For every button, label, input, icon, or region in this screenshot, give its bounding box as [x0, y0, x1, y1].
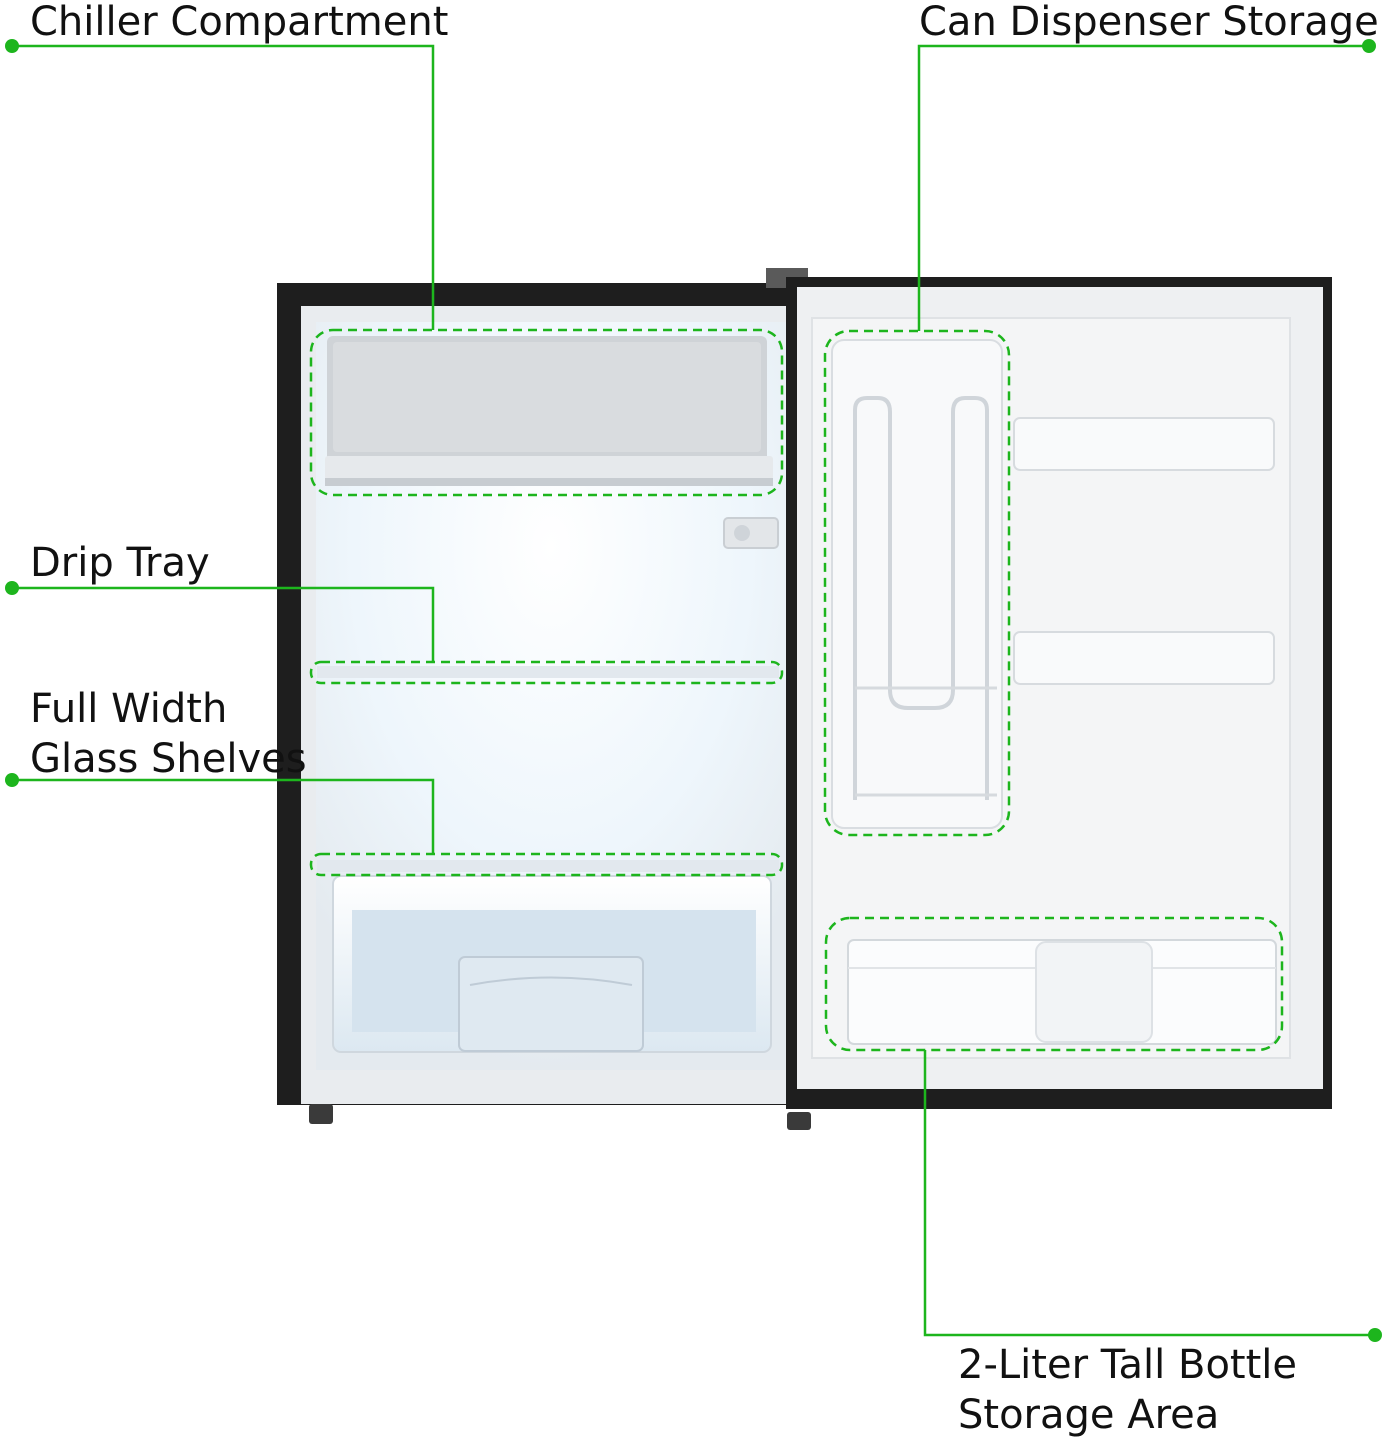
shelves-label-line2: Glass Shelves — [30, 736, 307, 782]
bottle-storage-highlight — [824, 916, 1284, 1052]
shelves-leader — [12, 778, 435, 854]
foot-right — [787, 1112, 811, 1130]
bottle-storage-label-line1: 2-Liter Tall Bottle — [958, 1342, 1298, 1388]
crisper-drawer — [332, 875, 772, 1053]
glass-shelf — [317, 860, 779, 872]
can-dispenser-dot — [1362, 39, 1376, 53]
chiller-label-text: Chiller Compartment — [30, 0, 449, 45]
bottle-storage-leader — [923, 1050, 1375, 1337]
chiller-dot — [5, 39, 19, 53]
foot-left — [309, 1104, 333, 1124]
drip-tray-label: Drip Tray — [30, 538, 210, 588]
chiller-compartment — [325, 336, 773, 486]
can-dispenser-highlight — [823, 329, 1011, 837]
callout-highlights — [309, 328, 1284, 1052]
can-dispenser-label: Can Dispenser Storage — [919, 0, 1379, 47]
can-dispenser-leader — [917, 44, 1369, 331]
bottle-storage-dot — [1368, 1328, 1382, 1342]
shelves-label: Full Width Glass Shelves — [30, 684, 307, 784]
shelves-label-line1: Full Width — [30, 686, 228, 732]
chiller-label: Chiller Compartment — [30, 0, 448, 47]
bottle-storage-label: 2-Liter Tall Bottle Storage Area — [958, 1340, 1297, 1440]
drip-tray-leader — [12, 586, 435, 662]
drip-tray-label-text: Drip Tray — [30, 540, 210, 586]
shelves-dot — [5, 773, 19, 787]
chiller-leader — [12, 44, 435, 330]
bottle-storage-label-line2: Storage Area — [958, 1392, 1220, 1438]
leader-lines — [12, 44, 1375, 1337]
door-shelves — [1013, 417, 1275, 685]
leader-dots — [5, 39, 1382, 1342]
thermostat-knob — [723, 517, 779, 549]
can-dispenser — [831, 339, 1003, 829]
drip-tray-highlight — [309, 660, 784, 685]
can-dispenser-label-text: Can Dispenser Storage — [919, 0, 1379, 45]
chiller-highlight — [309, 328, 784, 497]
bottle-bin — [847, 939, 1277, 1045]
drip-tray-dot — [5, 581, 19, 595]
shelves-highlight — [309, 852, 784, 877]
drip-tray — [317, 666, 779, 678]
